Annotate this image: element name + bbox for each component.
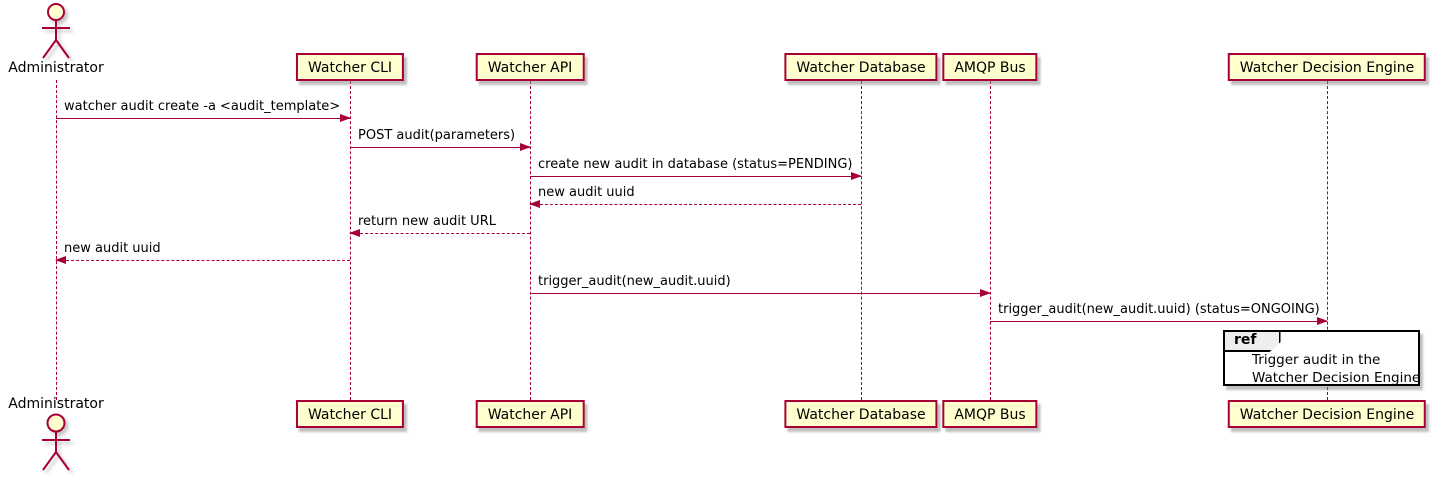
- lifeline-wde: [1327, 81, 1328, 400]
- message-label: watcher audit create -a <audit_template>: [64, 99, 341, 114]
- message-6: new audit uuid: [55, 241, 350, 264]
- participant-box-cli-bottom: Watcher CLI: [295, 400, 405, 428]
- message-3: create new audit in database (status=PEN…: [530, 157, 862, 180]
- actor-administrator-bottom: Administrator: [1, 396, 111, 472]
- participant-box-wde-top: Watcher Decision Engine: [1227, 53, 1427, 81]
- message-label: trigger_audit(new_audit.uuid) (status=ON…: [998, 302, 1320, 317]
- message-2: POST audit(parameters): [350, 128, 531, 151]
- arrowhead-icon: [529, 200, 540, 208]
- message-4: new audit uuid: [529, 185, 861, 208]
- ref-text-line: Trigger audit in the: [1252, 352, 1381, 368]
- arrowhead-icon: [55, 256, 66, 264]
- lifeline-db: [861, 81, 862, 400]
- participant-box-amqp-bottom: AMQP Bus: [942, 400, 1038, 428]
- actor-icon: [42, 413, 70, 471]
- message-7: trigger_audit(new_audit.uuid): [530, 274, 991, 297]
- arrowhead-icon: [340, 114, 351, 122]
- participant-box-amqp-top: AMQP Bus: [942, 53, 1038, 81]
- participant-box-api-top: Watcher API: [475, 53, 585, 81]
- arrowhead-icon: [1317, 317, 1328, 325]
- message-label: create new audit in database (status=PEN…: [538, 157, 853, 172]
- message-label: new audit uuid: [64, 241, 161, 256]
- lifeline-amqp: [990, 81, 991, 400]
- lifeline-cli: [350, 81, 351, 400]
- actor-icon: [42, 3, 70, 59]
- message-label: return new audit URL: [358, 214, 496, 229]
- message-label: new audit uuid: [538, 185, 635, 200]
- lifeline-api: [530, 81, 531, 400]
- arrowhead-icon: [980, 289, 991, 297]
- actor-administrator-top: Administrator: [1, 2, 111, 76]
- message-line: [56, 260, 350, 261]
- message-line: [350, 147, 530, 148]
- message-1: watcher audit create -a <audit_template>: [56, 99, 351, 122]
- participant-box-wde-bottom: Watcher Decision Engine: [1227, 400, 1427, 428]
- participant-box-api-bottom: Watcher API: [475, 400, 585, 428]
- message-line: [990, 321, 1327, 322]
- message-label: POST audit(parameters): [358, 128, 516, 143]
- arrowhead-icon: [349, 229, 360, 237]
- arrowhead-icon: [520, 143, 531, 151]
- message-8: trigger_audit(new_audit.uuid) (status=ON…: [990, 302, 1328, 325]
- ref-body: Trigger audit in the Watcher Decision En…: [1252, 351, 1421, 387]
- participant-box-db-top: Watcher Database: [784, 53, 938, 81]
- message-5: return new audit URL: [349, 214, 530, 237]
- message-line: [530, 293, 990, 294]
- ref-text-line: Watcher Decision Engine: [1252, 370, 1421, 386]
- actor-label: Administrator: [8, 60, 104, 76]
- message-line: [530, 204, 861, 205]
- participant-box-db-bottom: Watcher Database: [784, 400, 938, 428]
- lifeline-administrator: [56, 80, 57, 400]
- ref-keyword: ref: [1223, 330, 1281, 352]
- ref-box: ref Trigger audit in the Watcher Decisio…: [1223, 330, 1420, 386]
- message-line: [350, 233, 530, 234]
- message-label: trigger_audit(new_audit.uuid): [538, 274, 731, 289]
- arrowhead-icon: [851, 172, 862, 180]
- message-line: [530, 176, 861, 177]
- actor-label: Administrator: [8, 396, 104, 412]
- message-line: [56, 118, 350, 119]
- participant-box-cli-top: Watcher CLI: [295, 53, 405, 81]
